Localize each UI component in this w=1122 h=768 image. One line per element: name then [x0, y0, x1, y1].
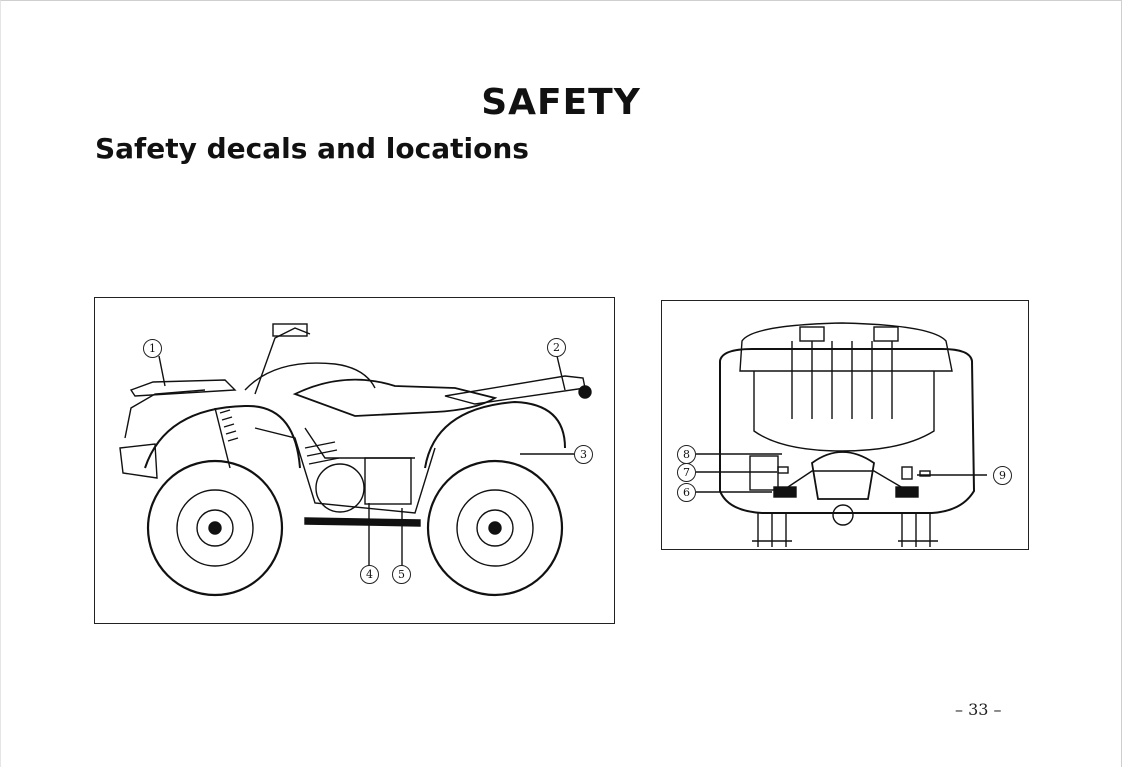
callout-7: 7: [677, 463, 696, 482]
atv-side-view-figure: 1 2 3 4 5: [94, 297, 615, 624]
callout-2: 2: [547, 338, 566, 357]
callout-8: 8: [677, 445, 696, 464]
callout-6: 6: [677, 483, 696, 502]
callout-5: 5: [392, 565, 411, 584]
section-subtitle: Safety decals and locations: [95, 132, 529, 165]
callout-9: 9: [993, 466, 1012, 485]
callout-3: 3: [574, 445, 593, 464]
callout-4: 4: [360, 565, 379, 584]
atv-top-view-illustration: [696, 322, 987, 547]
callout-1: 1: [143, 339, 162, 358]
page-title: SAFETY: [481, 82, 641, 123]
page-number: – 33 –: [955, 700, 1002, 719]
atv-top-view-figure: 8 7 6 9: [661, 300, 1029, 550]
atv-side-view-illustration: [119, 323, 592, 597]
